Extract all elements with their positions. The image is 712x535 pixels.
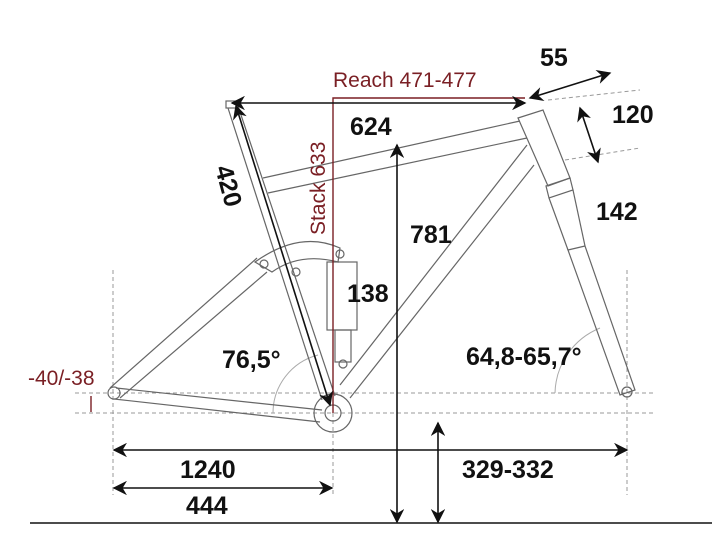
standover-label: 781: [410, 221, 452, 249]
head-angle-label: 64,8-65,7°: [466, 343, 582, 371]
bb-height-label: 329-332: [462, 456, 554, 484]
wheelbase-label: 1240: [180, 456, 236, 484]
fork-length-label: 142: [596, 198, 638, 226]
reach-label: Reach 471-477: [333, 69, 477, 92]
dimension-arrows: [112, 69, 629, 524]
shock-label: 138: [347, 280, 389, 308]
stack-label: Stack 633: [307, 142, 330, 235]
bb-drop-label: -40/-38: [28, 367, 95, 390]
chainstay-label: 444: [186, 492, 228, 520]
top-tube-label: 624: [350, 113, 392, 141]
seat-tube-label: 420: [209, 162, 247, 210]
stem-height-label: 120: [612, 101, 654, 129]
stem-length-label: 55: [540, 44, 568, 72]
seat-angle-label: 76,5°: [222, 346, 281, 374]
